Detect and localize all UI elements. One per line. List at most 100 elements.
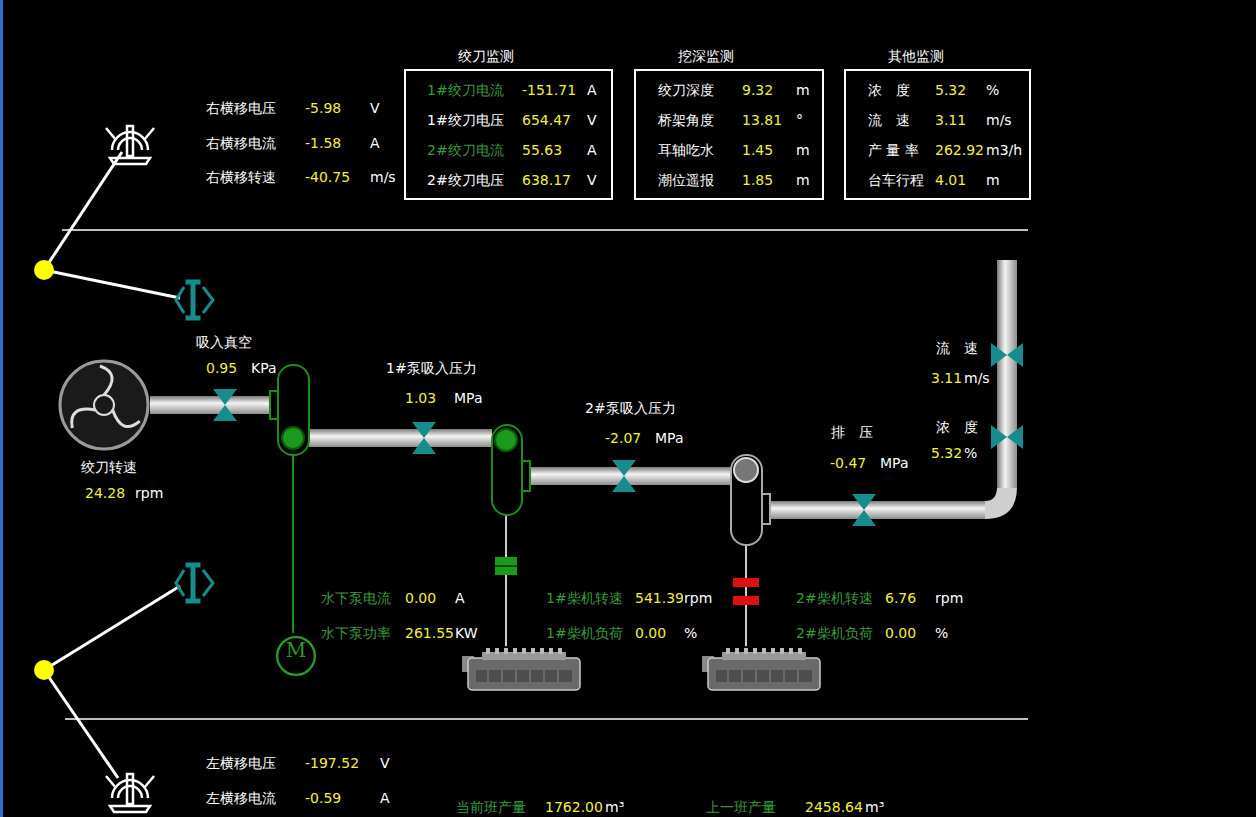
label-text: 产 量 率	[867, 141, 920, 159]
label-text: 潮位遥报	[657, 171, 715, 189]
label-text: 吸入真空	[195, 333, 253, 351]
status-label: 水下泵电流	[320, 589, 392, 607]
unit-text: m³	[864, 798, 885, 816]
label-text: 排 压	[830, 423, 874, 441]
value-readout: 1.85	[741, 171, 774, 189]
label-text: 绞刀监测	[457, 47, 515, 65]
status-label: 当前班产量	[455, 798, 527, 816]
label-text: 右横移电压	[205, 99, 277, 117]
label-text: 右横移转速	[205, 168, 277, 186]
motor-symbol: M	[276, 633, 316, 679]
status-label: 2#柴机转速	[795, 589, 874, 607]
unit-text: m	[985, 171, 1001, 189]
unit-text: %	[963, 444, 978, 462]
value-readout: 55.63	[521, 141, 563, 159]
value-readout: 3.11	[930, 369, 963, 387]
label-text: 其他监测	[887, 47, 945, 65]
value-readout: -0.59	[304, 789, 342, 807]
value-readout: 262.92	[934, 141, 985, 159]
motor-letter: M	[276, 633, 316, 667]
status-label: 1#柴机负荷	[545, 624, 624, 642]
unit-text: V	[586, 171, 598, 189]
status-label: 水下泵功率	[320, 624, 392, 642]
value-readout: 5.32	[934, 81, 967, 99]
label-text: 台车行程	[867, 171, 925, 189]
value-readout: 261.55	[404, 624, 455, 642]
value-readout: 2458.64	[804, 798, 864, 816]
value-readout: 1762.00	[544, 798, 604, 816]
status-label: 1#绞刀电流	[426, 81, 505, 99]
label-text: 左横移电压	[205, 754, 277, 772]
label-text: 1#泵吸入压力	[385, 359, 478, 377]
status-label: 1#柴机转速	[545, 589, 624, 607]
label-text: 左横移电流	[205, 789, 277, 807]
unit-text: V	[586, 111, 598, 129]
unit-text: %	[683, 624, 698, 642]
unit-text: %	[985, 81, 1000, 99]
unit-text: m/s	[369, 168, 397, 186]
value-readout: 13.81	[741, 111, 783, 129]
unit-text: rpm	[934, 589, 964, 607]
label-text: 右横移电流	[205, 134, 277, 152]
unit-text: m	[795, 171, 811, 189]
value-readout: 0.00	[634, 624, 667, 642]
label-text: 绞刀转速	[80, 458, 138, 476]
label-text: 浓 度	[935, 418, 979, 436]
unit-text: A	[586, 81, 598, 99]
unit-text: MPa	[879, 454, 909, 472]
status-label: 2#绞刀电流	[426, 141, 505, 159]
unit-text: m/s	[963, 369, 991, 387]
unit-text: KPa	[250, 359, 278, 377]
value-readout: -0.47	[829, 454, 867, 472]
label-text: 耳轴吃水	[657, 141, 715, 159]
unit-text: m	[795, 81, 811, 99]
label-text: 1#绞刀电压	[426, 111, 505, 129]
unit-text: m3/h	[985, 141, 1023, 159]
unit-text: A	[379, 789, 391, 807]
value-readout: -197.52	[304, 754, 360, 772]
monitor-panel: 挖深监测绞刀深度9.32m桥架角度13.81°耳轴吃水1.45m潮位遥报1.85…	[634, 69, 824, 200]
value-readout: 638.17	[521, 171, 572, 189]
unit-text: %	[934, 624, 949, 642]
label-text: 挖深监测	[677, 47, 735, 65]
unit-text: V	[369, 99, 381, 117]
value-readout: 1.03	[404, 389, 437, 407]
unit-text: A	[454, 589, 466, 607]
value-readout: 3.11	[934, 111, 967, 129]
unit-text: KW	[454, 624, 479, 642]
value-readout: 0.95	[205, 359, 238, 377]
unit-text: A	[586, 141, 598, 159]
monitor-panel: 其他监测浓 度5.32%流 速3.11m/s产 量 率262.92m3/h台车行…	[844, 69, 1031, 200]
value-readout: -1.58	[304, 134, 342, 152]
unit-text: m³	[604, 798, 625, 816]
value-readout: -151.71	[521, 81, 577, 99]
value-readout: 5.32	[930, 444, 963, 462]
label-text: 2#泵吸入压力	[584, 399, 677, 417]
unit-text: MPa	[654, 429, 684, 447]
label-text: 浓 度	[867, 81, 911, 99]
unit-text: m/s	[985, 111, 1013, 129]
unit-text: m	[795, 141, 811, 159]
status-label: 2#柴机负荷	[795, 624, 874, 642]
value-readout: 0.00	[404, 589, 437, 607]
value-readout: 0.00	[884, 624, 917, 642]
unit-text: °	[795, 111, 804, 129]
label-text: 桥架角度	[657, 111, 715, 129]
value-readout: 6.76	[884, 589, 917, 607]
value-readout: 9.32	[741, 81, 774, 99]
monitor-panel: 绞刀监测1#绞刀电流-151.71A1#绞刀电压654.47V2#绞刀电流55.…	[404, 69, 613, 200]
value-readout: -40.75	[304, 168, 351, 186]
value-readout: 541.39	[634, 589, 685, 607]
value-readout: 654.47	[521, 111, 572, 129]
label-text: 流 速	[935, 339, 979, 357]
unit-text: MPa	[453, 389, 483, 407]
unit-text: A	[369, 134, 381, 152]
value-readout: -2.07	[604, 429, 642, 447]
label-text: 流 速	[867, 111, 911, 129]
value-readout: 24.28	[84, 484, 126, 502]
unit-text: rpm	[683, 589, 713, 607]
label-text: 绞刀深度	[657, 81, 715, 99]
status-label: 上一班产量	[705, 798, 777, 816]
label-text: 2#绞刀电压	[426, 171, 505, 189]
